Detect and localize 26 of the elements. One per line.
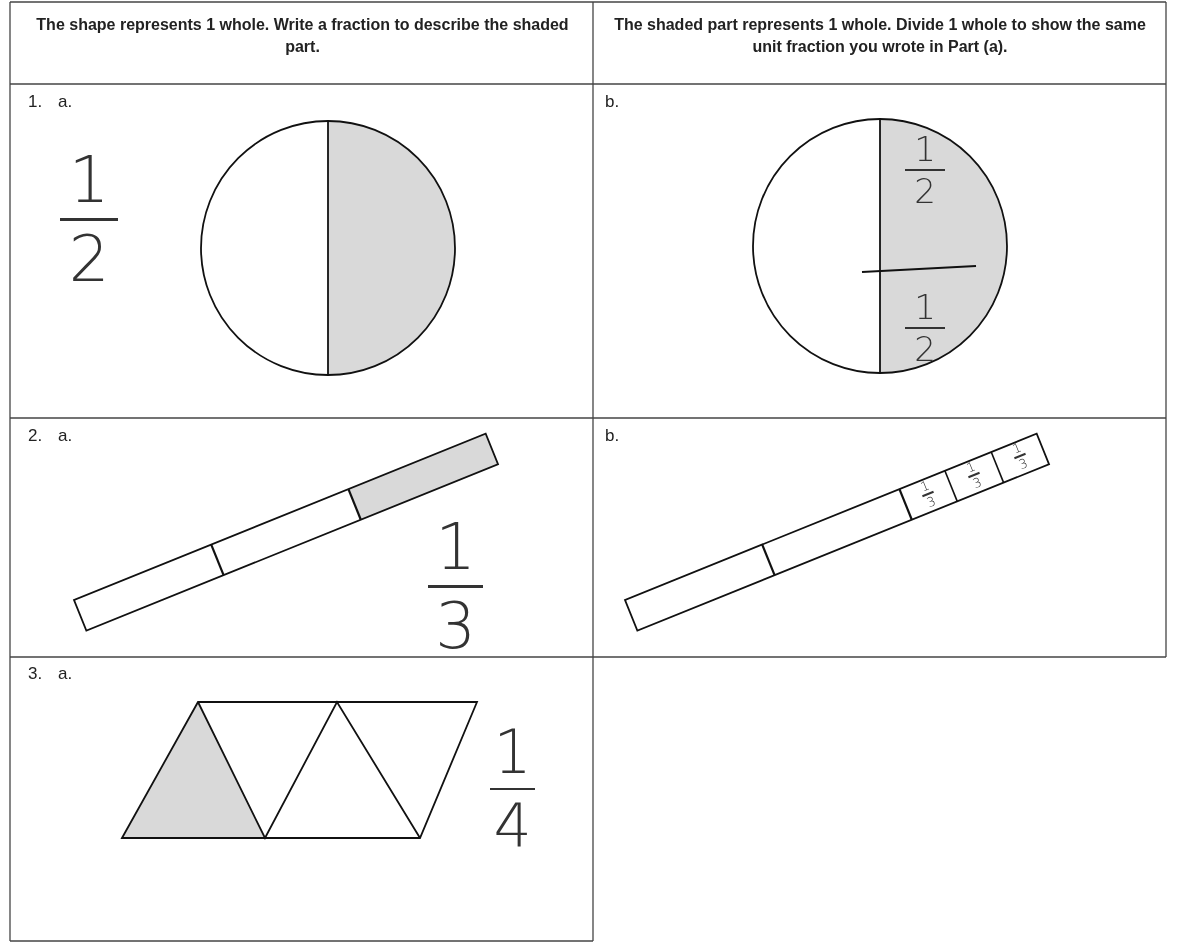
problem-number: 1. (28, 92, 43, 112)
fraction-numerator: 1 (914, 290, 936, 324)
fraction-denominator: 2 (914, 332, 936, 367)
column-header: The shaded part represents 1 whole. Divide 1 whole to show the same unit fraction you wrote in Part (a). (613, 15, 1147, 57)
fraction-numerator: 1 (964, 459, 978, 475)
part-letter: b. (605, 426, 620, 446)
part-letter: a. (58, 92, 73, 112)
part-letter: a. (58, 664, 73, 684)
fraction-numerator: 1 (68, 148, 110, 212)
problem-number: 2. (28, 426, 43, 446)
fraction-denominator: 4 (493, 796, 532, 856)
fraction-denominator: 2 (68, 226, 110, 291)
column-header: The shape represents 1 whole. Write a fraction to describe the shaded part. (35, 15, 570, 57)
problem-number: 3. (28, 664, 43, 684)
fraction-denominator: 3 (435, 593, 476, 658)
fraction-numerator: 1 (435, 515, 476, 579)
fraction-denominator: 3 (970, 475, 984, 491)
fraction-numerator: 1 (1010, 440, 1024, 456)
fraction-numerator: 1 (493, 722, 532, 782)
fraction-numerator: 1 (914, 132, 936, 166)
fraction-numerator: 1 (918, 478, 932, 494)
fraction-denominator: 2 (914, 174, 936, 209)
fraction-denominator: 3 (1016, 456, 1030, 472)
part-letter: b. (605, 92, 620, 112)
fraction-denominator: 3 (924, 494, 938, 510)
part-letter: a. (58, 426, 73, 446)
